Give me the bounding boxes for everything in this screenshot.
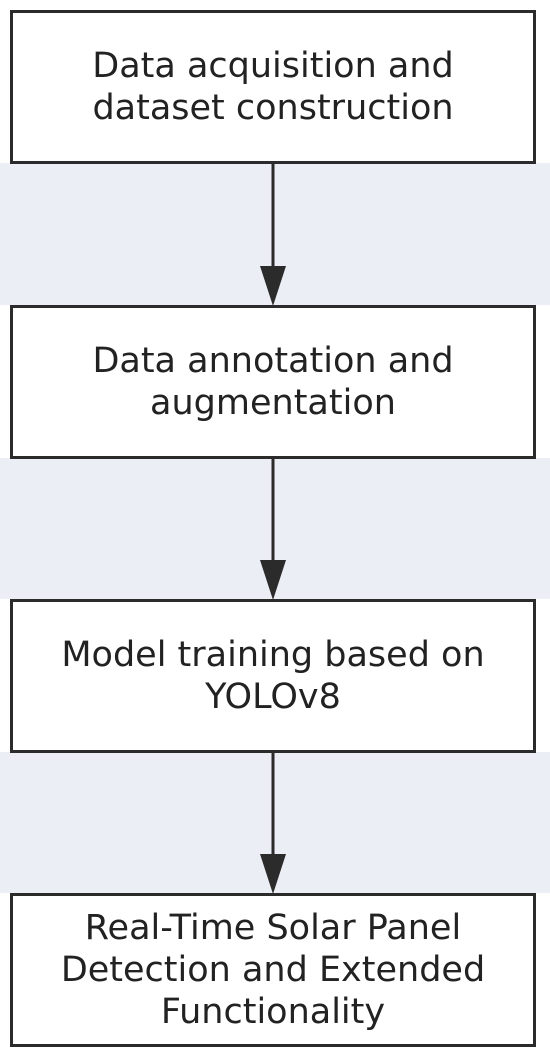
- step-label: Model training based on YOLOv8: [35, 634, 510, 718]
- step-label: Data acquisition and dataset constructio…: [66, 45, 479, 129]
- step-label-line: Real-Time Solar Panel: [84, 908, 462, 948]
- background-band: [0, 458, 550, 599]
- step-label-line: augmentation: [150, 383, 396, 423]
- step-label-line: Detection and Extended: [60, 950, 486, 990]
- step-box-model-training: Model training based on YOLOv8: [10, 599, 536, 753]
- step-label-line: dataset construction: [92, 88, 454, 128]
- step-label-line: Data annotation and: [92, 341, 454, 381]
- step-label-line: Functionality: [160, 992, 386, 1032]
- background-band: [0, 163, 550, 305]
- step-label-line: Model training based on: [61, 635, 485, 675]
- background-band: [0, 752, 550, 893]
- step-label: Real-Time Solar Panel Detection and Exte…: [35, 907, 511, 1033]
- step-box-real-time-detection: Real-Time Solar Panel Detection and Exte…: [10, 893, 536, 1047]
- step-label: Data annotation and augmentation: [66, 340, 479, 424]
- step-box-data-annotation: Data annotation and augmentation: [10, 305, 536, 459]
- step-box-data-acquisition: Data acquisition and dataset constructio…: [10, 10, 536, 164]
- step-label-line: Data acquisition and: [92, 46, 454, 86]
- step-label-line: YOLOv8: [205, 677, 341, 717]
